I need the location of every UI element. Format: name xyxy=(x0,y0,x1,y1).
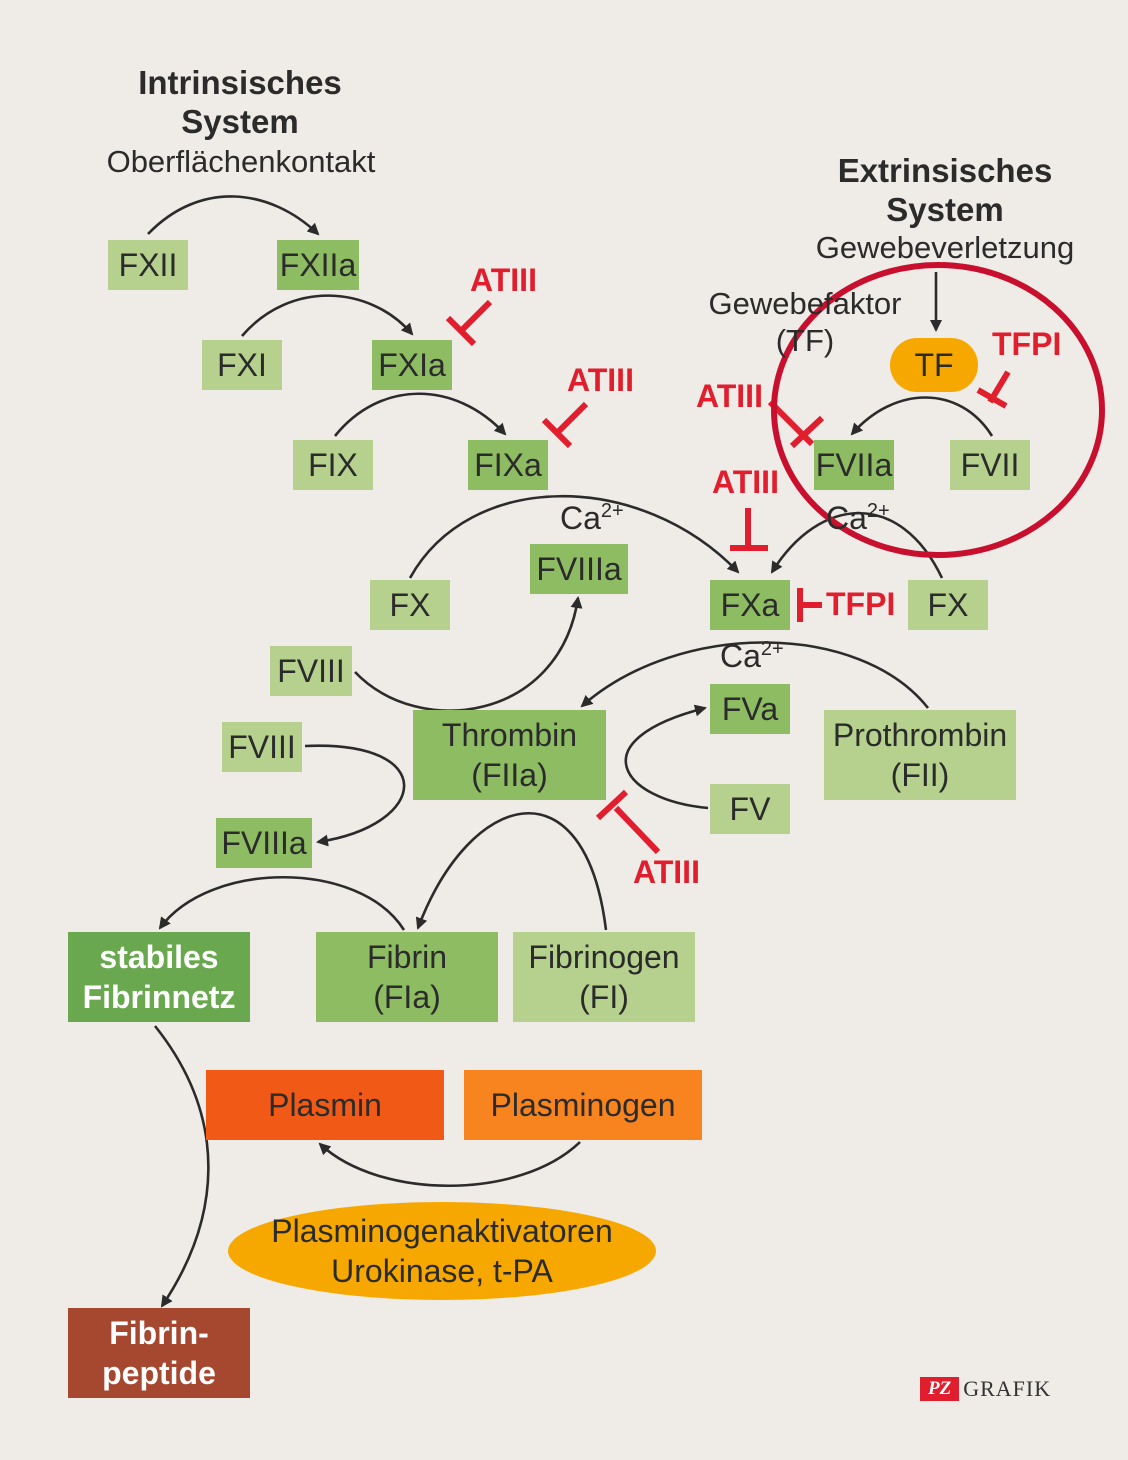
calcium-label-1: Ca2+ xyxy=(560,500,624,537)
fibrinpeptide-box: Fibrin- peptide xyxy=(68,1308,250,1398)
factor-fviii-1: FVIII xyxy=(270,646,352,696)
calcium-base: Ca xyxy=(560,500,601,536)
arrow-fx-fxa xyxy=(408,495,740,579)
factor-fxa: FXa xyxy=(710,580,790,630)
arrow-fxi-fxia xyxy=(241,294,414,337)
factor-fibrinogen: Fibrinogen (FI) xyxy=(513,932,695,1022)
arrow-fv-fva xyxy=(624,704,709,810)
factor-fvii: FVII xyxy=(950,440,1030,490)
calcium-sup: 2+ xyxy=(600,500,624,522)
factor-fviia: FVIIa xyxy=(814,440,894,490)
factor-fibrin: Fibrin (FIa) xyxy=(316,932,498,1022)
inhibitor-bar-atiii-5 xyxy=(613,805,661,855)
arrow-fix-fixa xyxy=(333,392,507,437)
factor-fviiia-bottom: FVIIIa xyxy=(216,818,312,868)
factor-fxii: FXII xyxy=(108,240,188,290)
inhibitor-atiii-3: ATIII xyxy=(696,378,763,414)
pz-logo-mark: PZ xyxy=(920,1377,960,1401)
inhibitor-atiii-2: ATIII xyxy=(567,362,634,398)
arrow-fviii-fviiia-bottom xyxy=(304,744,406,847)
calcium-label-3: Ca2+ xyxy=(720,638,784,675)
arrow-prothrombin-thrombin xyxy=(580,641,930,709)
factor-prothrombin: Prothrombin (FII) xyxy=(824,710,1016,800)
arrow-fxii-fxiia xyxy=(147,195,320,236)
arrow-fx-right-fxa xyxy=(770,512,944,579)
arrow-plasminogen-plasmin xyxy=(318,1141,581,1188)
calcium-sup: 2+ xyxy=(760,638,784,660)
inhibitor-tfpi-2: TFPI xyxy=(826,586,896,622)
extrinsic-title: Extrinsisches System xyxy=(837,152,1053,228)
intrinsic-subtitle: Oberflächenkontakt xyxy=(106,144,376,179)
tissue-factor-label: Gewebefaktor (TF) xyxy=(708,286,902,358)
calcium-sup: 2+ xyxy=(866,500,890,522)
inhibitor-tfpi-1: TFPI xyxy=(992,326,1062,362)
arrow-stable-net-fibrinpeptide xyxy=(153,1025,210,1308)
inhibitor-bar-atiii-2 xyxy=(553,401,589,437)
plasminogen-activators-oval: Plasminogenaktivatoren Urokinase, t-PA xyxy=(228,1202,656,1300)
inhibitor-atiii-1: ATIII xyxy=(470,262,537,298)
pz-grafik-logo: PZ GRAFIK xyxy=(920,1376,1051,1402)
factor-tf: TF xyxy=(890,338,978,392)
inhibitor-atiii-5: ATIII xyxy=(633,854,700,890)
grafik-logo-text: GRAFIK xyxy=(963,1376,1052,1401)
factor-fva: FVa xyxy=(710,684,790,734)
factor-fix: FIX xyxy=(293,440,373,490)
factor-fxiia: FXIIa xyxy=(277,240,359,290)
arrow-fvii-fviia xyxy=(850,396,994,437)
stable-fibrin-net: stabiles Fibrinnetz xyxy=(68,932,250,1022)
calcium-base: Ca xyxy=(720,638,761,674)
plasmin-box: Plasmin xyxy=(206,1070,444,1140)
calcium-base: Ca xyxy=(826,500,867,536)
factor-fv: FV xyxy=(710,784,790,834)
factor-fxi: FXI xyxy=(202,340,282,390)
factor-fviiia-top: FVIIIa xyxy=(530,544,628,594)
inhibitor-atiii-4: ATIII xyxy=(712,464,779,500)
factor-fixa: FIXa xyxy=(468,440,548,490)
plasminogen-box: Plasminogen xyxy=(464,1070,702,1140)
calcium-label-2: Ca2+ xyxy=(826,500,890,537)
intrinsic-title: Intrinsisches System xyxy=(138,64,342,140)
extrinsic-highlight-circle xyxy=(771,262,1105,558)
arrow-fibrinogen-fibrin xyxy=(415,811,608,931)
inhibitor-bar-atiii-1 xyxy=(457,299,493,335)
factor-fxia: FXIa xyxy=(372,340,452,390)
factor-fx-left: FX xyxy=(370,580,450,630)
factor-thrombin: Thrombin (FIIa) xyxy=(413,710,606,800)
arrow-fibrin-stable-net xyxy=(158,875,406,931)
factor-fviii-2: FVIII xyxy=(222,722,302,772)
arrow-fviii-fviiia xyxy=(354,596,583,712)
extrinsic-subtitle: Gewebeverletzung xyxy=(815,230,1075,265)
factor-fx-right: FX xyxy=(908,580,988,630)
